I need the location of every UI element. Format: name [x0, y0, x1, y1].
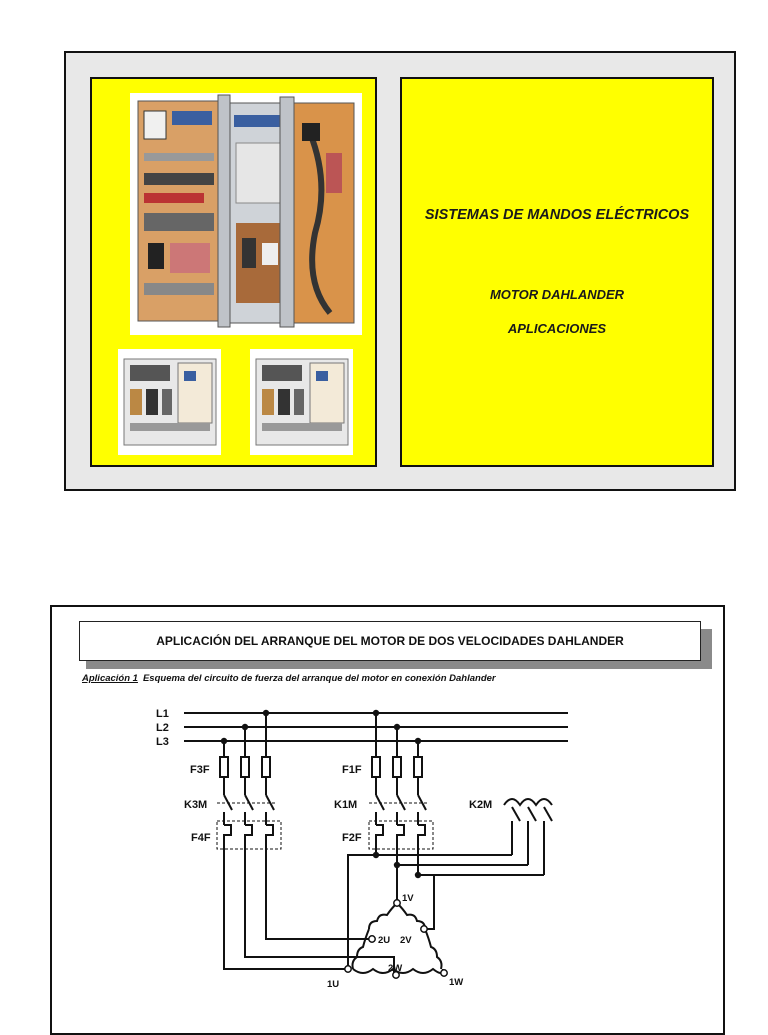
diagram-caption: Aplicación 1 Esquema del circuito de fuer…	[82, 673, 496, 684]
caption-text: Esquema del circuito de fuerza del arran…	[142, 673, 496, 684]
label-k1m: K1M	[334, 799, 357, 811]
phase-label-l1: L1	[156, 708, 169, 720]
label-f2f: F2F	[342, 832, 362, 844]
circuit-slide: APLICACIÓN DEL ARRANQUE DEL MOTOR DE DOS…	[50, 605, 725, 1035]
panel-photo-right	[250, 349, 353, 455]
panel-photo-left	[118, 349, 221, 455]
terminal-1v: 1V	[402, 893, 414, 904]
power-circuit-diagram: L1 L2 L3 F3F K3M F4F F1F K1M F2F K2M 1V …	[156, 708, 568, 990]
phase-label-l3: L3	[156, 736, 169, 748]
label-k3m: K3M	[184, 799, 207, 811]
label-k2m: K2M	[469, 799, 492, 811]
title-slide: SISTEMAS DE MANDOS ELÉCTRICOS MOTOR DAHL…	[64, 51, 736, 491]
terminal-2v: 2V	[400, 935, 412, 946]
label-f4f: F4F	[191, 832, 211, 844]
phase-label-l2: L2	[156, 722, 169, 734]
cabinet-photo	[130, 93, 362, 335]
title-panel: SISTEMAS DE MANDOS ELÉCTRICOS MOTOR DAHL…	[400, 77, 714, 467]
slide-title: SISTEMAS DE MANDOS ELÉCTRICOS	[424, 207, 690, 223]
label-f1f: F1F	[342, 764, 362, 776]
terminal-2u: 2U	[378, 935, 390, 946]
terminal-1u: 1U	[327, 979, 339, 990]
terminal-1w: 1W	[449, 977, 463, 988]
terminal-2w: 2W	[388, 963, 402, 974]
caption-label: Aplicación 1	[82, 673, 138, 684]
slide-subtitle-applications: APLICACIONES	[507, 321, 607, 336]
photo-panel	[90, 77, 377, 467]
section-banner: APLICACIÓN DEL ARRANQUE DEL MOTOR DE DOS…	[79, 621, 701, 661]
label-f3f: F3F	[190, 764, 210, 776]
slide-subtitle-motor: MOTOR DAHLANDER	[489, 287, 625, 302]
